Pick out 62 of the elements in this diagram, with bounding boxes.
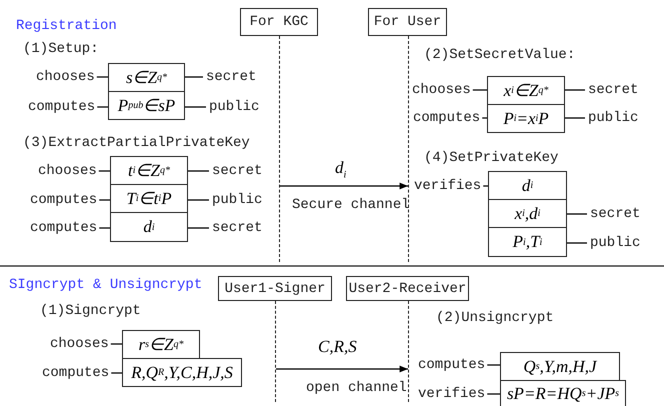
step-title: (4)SetPrivateKey	[424, 149, 558, 167]
annotation-text: public	[588, 109, 638, 127]
connector-line	[188, 199, 209, 201]
annotation-text: computes	[418, 356, 486, 374]
annotation-text: computes	[30, 219, 98, 237]
step-title: (1)Setup:	[23, 40, 99, 58]
annotation-text: secret	[206, 68, 256, 86]
lifeline	[408, 301, 409, 402]
annotation-text: public	[212, 191, 262, 209]
connector-line	[472, 89, 487, 91]
connector-line	[99, 199, 110, 201]
connector-line	[111, 372, 122, 374]
participant-box: User1-Signer	[218, 276, 332, 301]
annotation-text: chooses	[38, 162, 97, 180]
connector-line	[185, 106, 206, 108]
participant-box: For KGC	[240, 8, 318, 36]
section-heading: Registration	[16, 17, 117, 35]
connector-line	[97, 106, 108, 108]
step-title: (2)SetSecretValue:	[424, 46, 576, 64]
annotation-text: chooses	[412, 81, 471, 99]
annotation-text: computes	[28, 98, 96, 116]
annotation-text: public	[209, 98, 260, 116]
channel-label: open channel	[306, 379, 407, 397]
connector-line	[483, 185, 488, 187]
connector-line	[96, 76, 108, 78]
annotation-text: secret	[590, 205, 640, 223]
step-title: (1)Signcrypt	[40, 302, 141, 320]
participant-box: For User	[368, 8, 447, 36]
participant-box: User2-Receiver	[346, 276, 469, 301]
connector-line	[565, 89, 585, 91]
annotation-text: secret	[212, 162, 262, 180]
connector-line	[185, 76, 203, 78]
step-title: (3)ExtractPartialPrivateKey	[23, 134, 250, 152]
channel-label: Secure channel	[292, 196, 410, 214]
annotation-text: chooses	[50, 335, 109, 353]
annotation-text: secret	[588, 81, 638, 99]
lifeline	[279, 36, 280, 262]
annotation-text: chooses	[36, 68, 95, 86]
connector-line	[188, 170, 209, 172]
connector-line	[110, 343, 122, 345]
annotation-text: computes	[30, 191, 98, 209]
connector-line	[188, 227, 209, 229]
connector-line	[567, 213, 587, 215]
connector-line	[482, 117, 487, 119]
annotation-text: verifies	[418, 385, 486, 403]
annotation-text: public	[590, 234, 640, 252]
lifeline	[408, 36, 409, 262]
annotation-text: computes	[42, 364, 110, 382]
annotation-text: computes	[413, 109, 480, 127]
annotation-text: secret	[212, 219, 262, 237]
connector-line	[487, 364, 500, 366]
connector-line	[98, 170, 110, 172]
annotation-text: verifies	[414, 177, 482, 195]
step-title: (2)Unsigncrypt	[436, 309, 554, 327]
section-heading: SIgncrypt & Unsigncrypt	[9, 276, 202, 294]
message-arrow	[276, 366, 408, 372]
connector-line	[567, 242, 587, 244]
connector-line	[487, 393, 500, 395]
message-arrow	[280, 182, 408, 190]
lifeline	[275, 301, 276, 402]
connector-line	[99, 227, 110, 229]
connector-line	[565, 117, 585, 119]
